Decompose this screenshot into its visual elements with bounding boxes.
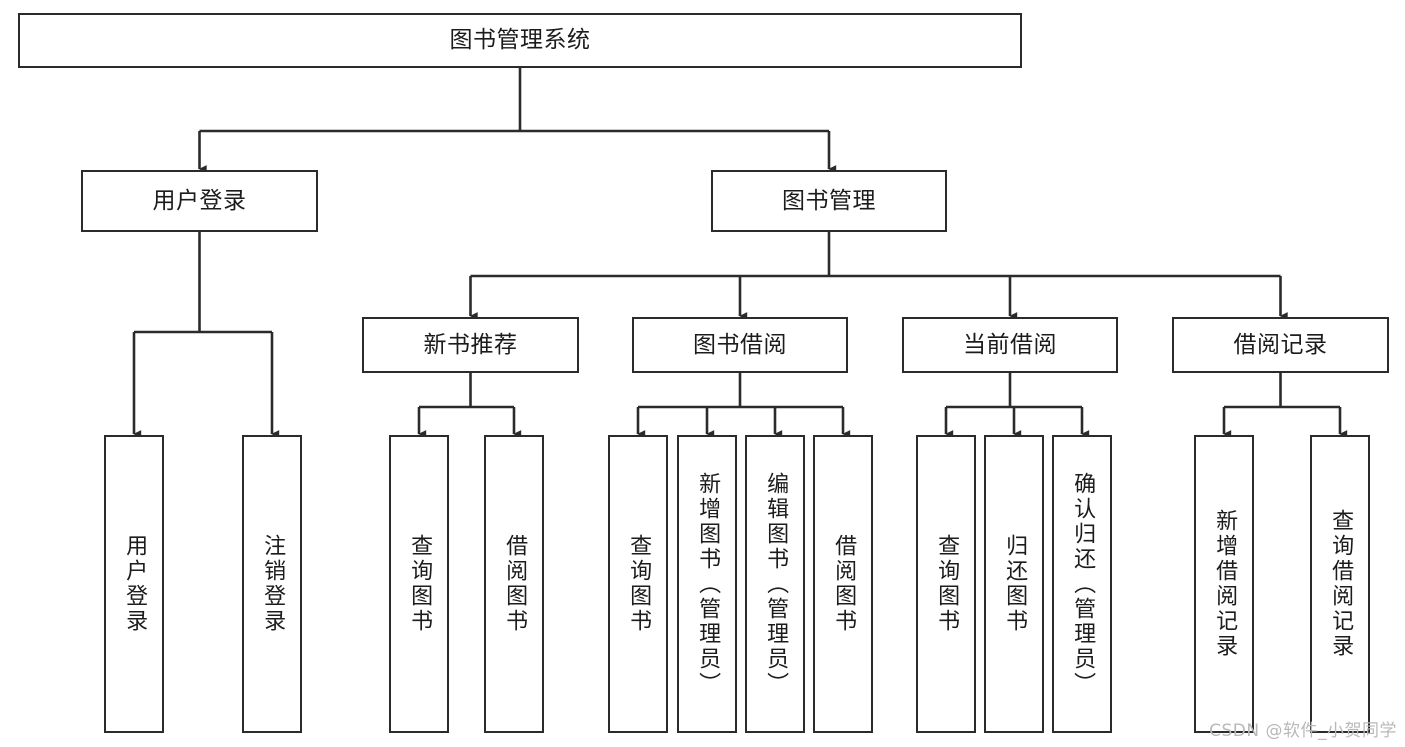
node-label: 查询图书 (934, 534, 960, 634)
node-book-management[interactable]: 图书管理 (711, 170, 947, 232)
node-label: 编辑图书（管理员） (763, 471, 789, 697)
node-book-borrow[interactable]: 图书借阅 (632, 317, 848, 373)
node-label: 借阅记录 (1233, 331, 1328, 358)
leaf-add-borrow-record[interactable]: 新增借阅记录 (1194, 435, 1254, 733)
node-label: 新增图书（管理员） (695, 471, 721, 697)
node-label: 借阅图书 (831, 534, 857, 634)
node-label: 归还图书 (1002, 534, 1028, 634)
leaf-logout[interactable]: 注销登录 (242, 435, 302, 733)
leaf-query-book-recommend[interactable]: 查询图书 (389, 435, 449, 733)
leaf-query-book-borrow[interactable]: 查询图书 (608, 435, 668, 733)
leaf-edit-book-admin[interactable]: 编辑图书（管理员） (745, 435, 805, 733)
leaf-borrow-book-recommend[interactable]: 借阅图书 (484, 435, 544, 733)
node-label: 用户登录 (122, 534, 148, 634)
node-label: 当前借阅 (963, 331, 1057, 358)
node-root[interactable]: 图书管理系统 (18, 13, 1022, 68)
leaf-query-book-current[interactable]: 查询图书 (916, 435, 976, 733)
leaf-confirm-return-admin[interactable]: 确认归还（管理员） (1052, 435, 1112, 733)
node-label: 图书管理 (782, 187, 876, 214)
node-new-book-recommend[interactable]: 新书推荐 (362, 317, 579, 373)
node-current-borrow[interactable]: 当前借阅 (902, 317, 1118, 373)
node-label: 查询图书 (626, 534, 652, 634)
node-user-login[interactable]: 用户登录 (81, 170, 318, 232)
node-label: 注销登录 (260, 534, 286, 634)
csdn-watermark: CSDN @软件_小贺同学 (1209, 721, 1397, 741)
leaf-add-book-admin[interactable]: 新增图书（管理员） (677, 435, 737, 733)
node-label: 用户登录 (152, 187, 247, 214)
node-label: 新书推荐 (423, 331, 518, 358)
node-label: 确认归还（管理员） (1070, 471, 1096, 697)
node-label: 查询借阅记录 (1328, 509, 1354, 659)
node-label: 借阅图书 (502, 534, 528, 634)
leaf-query-borrow-record[interactable]: 查询借阅记录 (1310, 435, 1370, 733)
leaf-borrow-book[interactable]: 借阅图书 (813, 435, 873, 733)
node-label: 图书借阅 (693, 331, 787, 358)
leaf-return-book[interactable]: 归还图书 (984, 435, 1044, 733)
node-borrow-record[interactable]: 借阅记录 (1172, 317, 1389, 373)
leaf-user-login[interactable]: 用户登录 (104, 435, 164, 733)
node-label: 新增借阅记录 (1212, 509, 1238, 659)
node-label: 查询图书 (407, 534, 433, 634)
node-label: 图书管理系统 (449, 27, 591, 54)
